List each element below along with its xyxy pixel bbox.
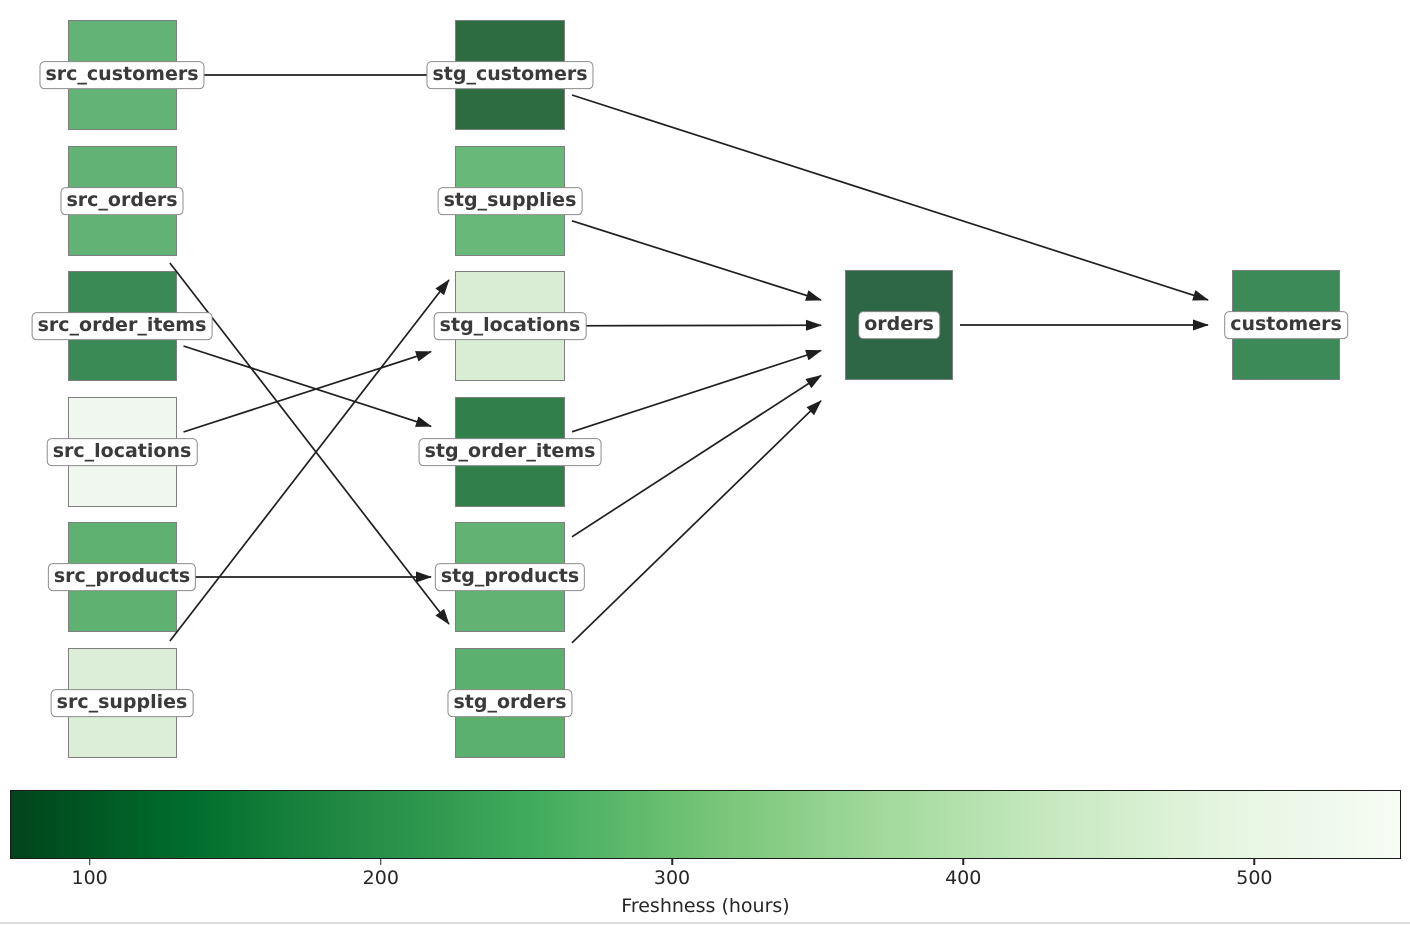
colorbar-tick-mark-500 (1253, 858, 1256, 865)
node-label-customers: customers (1224, 311, 1348, 339)
bottom-hairline (0, 922, 1410, 924)
node-label-stg_products: stg_products (434, 563, 586, 591)
node-label-stg_supplies: stg_supplies (437, 187, 583, 215)
node-label-stg_customers: stg_customers (426, 61, 594, 89)
edge-src_locations-to-stg_locations (183, 350, 432, 433)
colorbar-tick-label-300: 300 (653, 867, 691, 889)
node-label-src_products: src_products (47, 563, 197, 591)
colorbar-tick-label-500: 500 (1236, 867, 1273, 889)
node-label-stg_orders: stg_orders (447, 689, 573, 717)
node-label-src_locations: src_locations (46, 438, 198, 466)
colorbar-tick-mark-300 (671, 858, 673, 865)
edge-stg_order_items-to-orders (571, 349, 822, 433)
freshness-colorbar: 100 200 300 400 500 Freshness (hours) (10, 790, 1401, 917)
node-label-stg_locations: stg_locations (433, 312, 587, 340)
node-label-src_order_items: src_order_items (31, 312, 213, 340)
edge-stg_supplies-to-orders (571, 219, 822, 301)
edge-src_order_items-to-stg_order_items (183, 345, 432, 428)
colorbar-tick-mark-200 (380, 858, 382, 865)
node-label-src_customers: src_customers (39, 61, 205, 89)
node-label-orders: orders (858, 311, 940, 339)
node-label-stg_order_items: stg_order_items (418, 438, 602, 466)
colorbar-tick-label-200: 200 (362, 867, 399, 889)
colorbar-tick-mark-400 (962, 858, 964, 865)
colorbar-tick-mark-100 (88, 858, 91, 865)
colorbar-gradient (11, 791, 1400, 858)
colorbar-tick-label-400: 400 (945, 867, 982, 889)
node-label-src_supplies: src_supplies (50, 689, 194, 717)
node-label-src_orders: src_orders (60, 187, 184, 215)
edge-stg_products-to-orders (571, 374, 822, 538)
edge-stg_orders-to-orders (571, 400, 822, 644)
colorbar-axis-label: Freshness (hours) (621, 895, 790, 917)
colorbar-tick-label-100: 100 (71, 867, 108, 889)
edge-stg_locations-to-orders (571, 319, 822, 331)
